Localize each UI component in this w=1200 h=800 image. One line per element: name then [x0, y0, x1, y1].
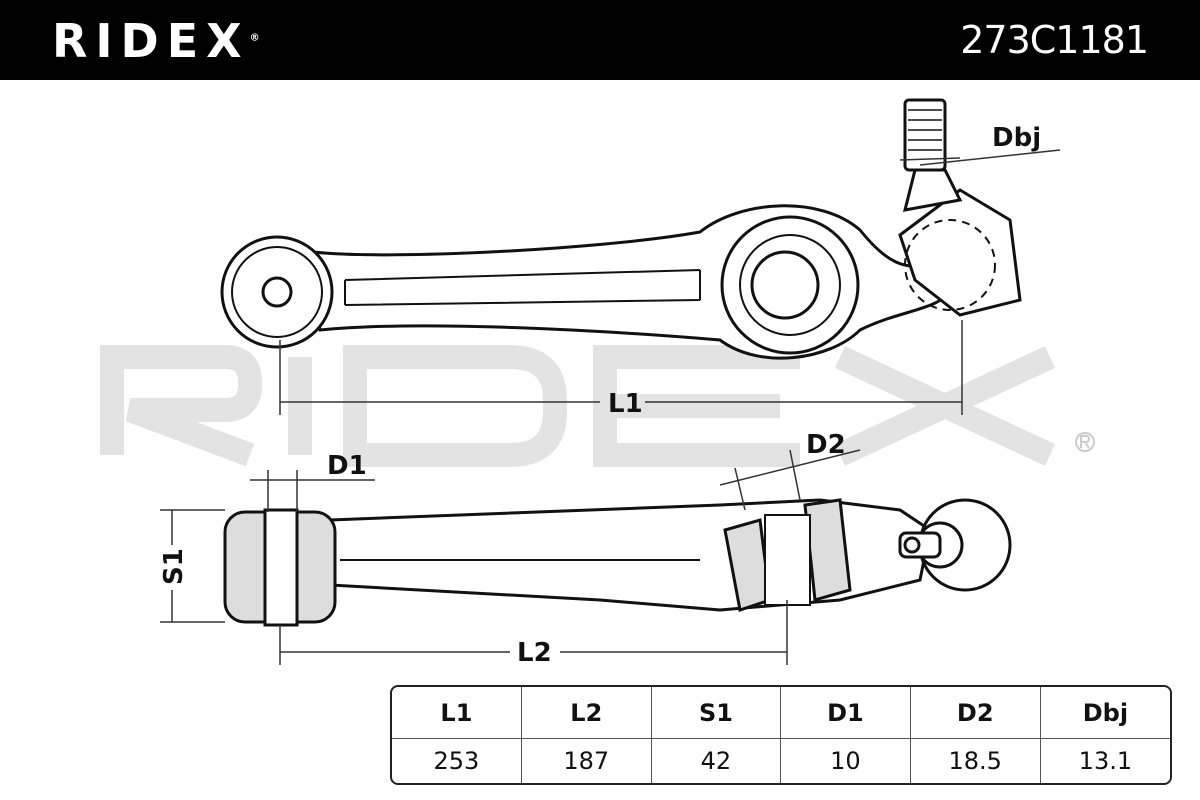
table-header: L2: [521, 687, 652, 739]
table-cell: 13.1: [1078, 747, 1133, 775]
part-number: 273C1181: [960, 18, 1149, 62]
table-header: D2: [910, 687, 1041, 739]
table-cell: 253: [392, 739, 522, 783]
dim-label-s1: S1: [159, 548, 189, 585]
side-view: [223, 498, 1012, 627]
table-header: D1: [781, 687, 911, 739]
table-cell: 18.5: [911, 739, 1041, 783]
dim-label-d1: D1: [327, 451, 367, 481]
dim-label-l2: L2: [517, 638, 552, 668]
dim-label-d2: D2: [806, 430, 846, 460]
header-bar: RIDEX® 273C1181: [0, 0, 1200, 80]
technical-drawing: L1 L2 S1 D1 D2 Dbj: [100, 98, 1095, 668]
dim-label-dbj: Dbj: [992, 123, 1041, 153]
spec-table: L1 L2 S1 D1 D2 Dbj 253 187 42 10 18.5 13…: [390, 685, 1172, 785]
registered-mark: [1075, 432, 1095, 452]
table-cell: 187: [522, 739, 652, 783]
top-view: [220, 98, 1022, 360]
brand-logo: RIDEX®: [52, 14, 260, 68]
table-row: 253 187 42 10 18.5 13.1: [392, 739, 1170, 783]
dim-label-l1: L1: [608, 389, 643, 419]
table-header: Dbj: [1040, 687, 1170, 739]
table-cell: 10: [781, 739, 911, 783]
brand-name: RIDEX: [52, 14, 250, 68]
dimension-lines: [160, 149, 1061, 665]
table-cell: 42: [652, 739, 782, 783]
table-header: L1: [392, 687, 522, 739]
table-header-row: L1 L2 S1 D1 D2 Dbj: [392, 687, 1170, 739]
table-header: S1: [651, 687, 782, 739]
watermark-logo: [100, 345, 1056, 467]
